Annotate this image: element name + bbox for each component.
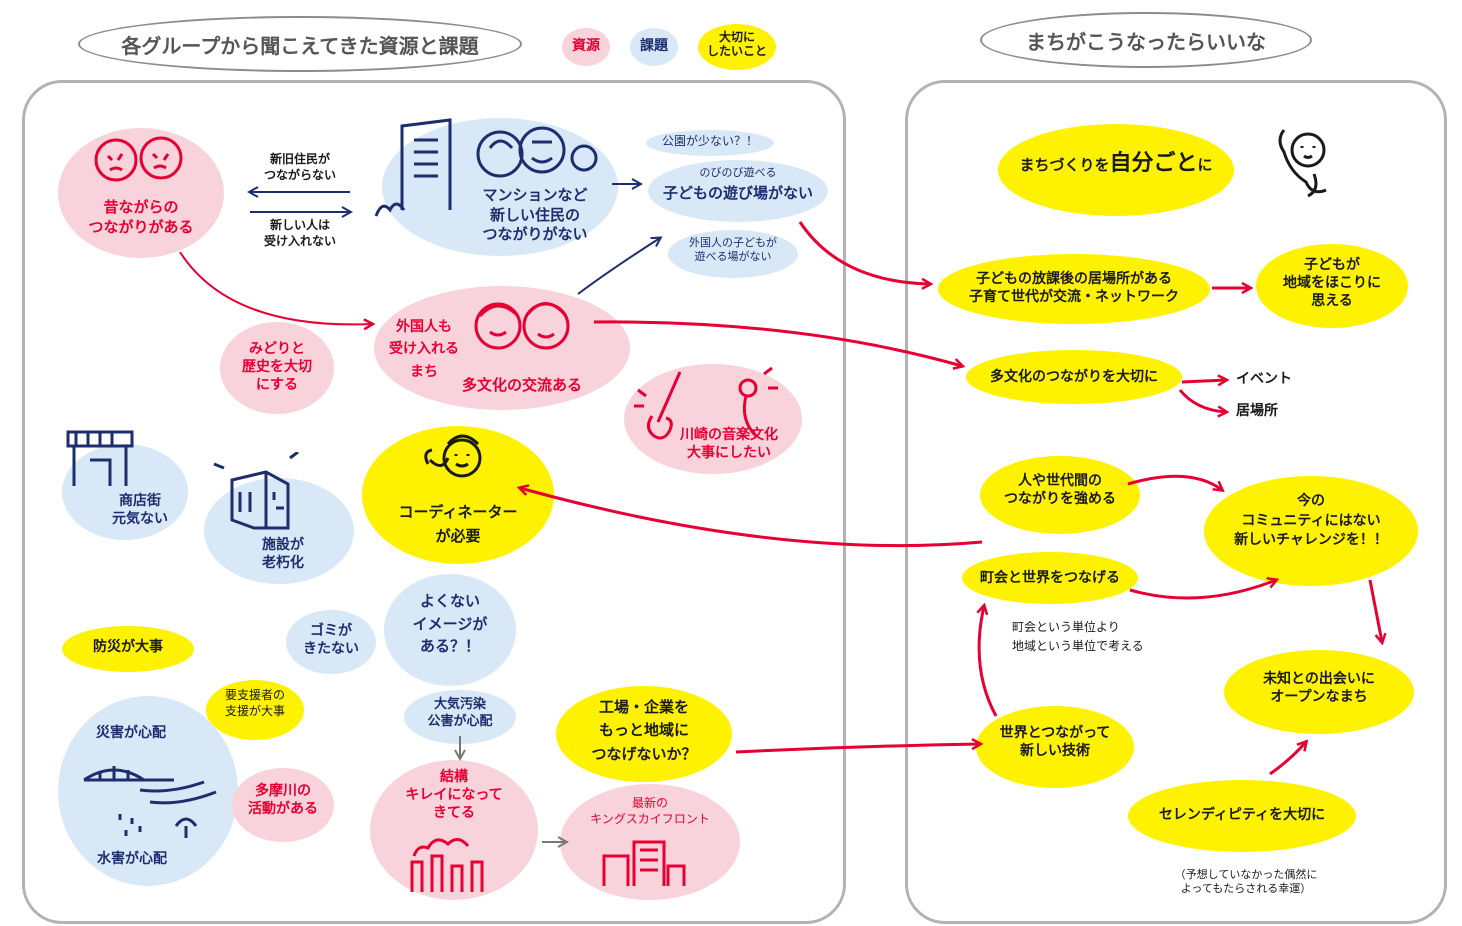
left-title: 各グループから聞こえてきた資源と課題 xyxy=(121,33,479,58)
open-town-blob xyxy=(1224,650,1414,734)
garbage-text: ゴミがきたない xyxy=(303,623,359,658)
multicultural-value-text: 多文化のつながりを大切に xyxy=(990,369,1158,385)
multicultural-text: 多文化の交流ある xyxy=(461,376,582,394)
new-challenge-text: 今のコミュニティにはない新しいチャレンジを！！ xyxy=(1234,493,1388,549)
support-needed-blob xyxy=(206,680,304,740)
legend-important-label: 大切にしたいこと xyxy=(706,30,767,59)
event-text: イベント xyxy=(1236,371,1292,387)
legend-issue xyxy=(630,28,678,66)
generations-text: 人や世代間のつながりを強める xyxy=(1004,473,1116,508)
factories-text: 工場・企業をもっと地域につなげないか？ xyxy=(591,698,697,763)
people-icon xyxy=(474,302,570,350)
facilities-text: 施設が老朽化 xyxy=(262,537,304,572)
music-blob xyxy=(624,364,802,474)
serendipity-text: セレンディピティを大切に xyxy=(1158,807,1326,823)
right-title-bubble: まちがこうなったらいいな xyxy=(980,12,1312,68)
no-play-place-text: 子どもの遊び場がない xyxy=(662,184,813,202)
new-tech-blob xyxy=(976,706,1134,788)
no-play-place-blob xyxy=(648,160,828,222)
multicultural-value-blob xyxy=(966,350,1182,404)
king-skyfront-text: 最新のキングスカイフロント xyxy=(590,796,710,826)
pride-text: 子どもが地域をほこりに思える xyxy=(1283,257,1381,310)
faces-icon xyxy=(94,136,183,182)
river-bridge-icon xyxy=(83,766,217,838)
music-text: 川崎の音楽文化大事にしたい xyxy=(680,427,778,462)
connect-world-blob xyxy=(962,552,1138,604)
factories-blob xyxy=(556,686,732,782)
no-accept-new: 新しい人は受け入れない xyxy=(263,218,336,248)
own-matter-text: まちづくりを自分ごとに xyxy=(1019,151,1213,176)
after-school-blob xyxy=(938,254,1210,324)
shops-text: 商店街元気ない xyxy=(112,493,168,528)
own-matter-blob xyxy=(998,124,1234,216)
factory-icon xyxy=(410,838,484,892)
legend-important xyxy=(698,24,776,70)
facilities-blob xyxy=(204,478,354,584)
building-people-icon xyxy=(374,118,598,217)
tama-river-text: 多摩川の活動がある xyxy=(248,783,318,818)
guitar-mic-icon xyxy=(634,366,778,440)
few-parks-blob xyxy=(646,130,774,156)
cleaner-blob xyxy=(370,760,538,900)
accept-foreigners-text: 外国人も受け入れるまち xyxy=(389,319,459,380)
tama-river-blob xyxy=(232,768,334,842)
place-text: 居場所 xyxy=(1236,403,1278,419)
legend-resource xyxy=(562,28,610,66)
coordinator-person-icon xyxy=(424,434,482,478)
no-connect-old-new: 新旧住民がつながらない xyxy=(263,152,336,182)
foreign-kids-text: 外国人の子どもが遊べる場がない xyxy=(689,236,777,264)
foreign-kids-blob xyxy=(668,230,798,278)
shop-icon xyxy=(66,430,134,486)
old-building-icon xyxy=(213,452,299,530)
support-needed-text: 要支援者の支援が大事 xyxy=(224,688,285,718)
generations-blob xyxy=(980,456,1140,534)
skyfront-building-icon xyxy=(602,840,686,886)
think-region-text: 町会という単位より地域という単位で考える xyxy=(1012,620,1144,654)
coordinator-text: コーディネーターが必要 xyxy=(398,503,518,545)
pride-blob xyxy=(1256,244,1408,328)
disaster-prep-blob xyxy=(62,626,194,672)
open-town-text: 未知との出会いにオープンなまち xyxy=(1263,671,1375,706)
cleaner-text: 結構キレイになってきてる xyxy=(405,769,503,822)
old-connections-blob xyxy=(58,128,224,258)
after-school-text: 子どもの放課後の居場所がある子育て世代が交流・ネットワーク xyxy=(969,271,1179,306)
new-challenge-blob xyxy=(1204,476,1418,586)
green-history-blob xyxy=(220,322,334,414)
bad-image-text: よくないイメージがある？！ xyxy=(412,592,488,655)
legend-resource-label: 資源 xyxy=(572,38,600,54)
green-history-text: みどりと歴史を大切にする xyxy=(242,341,312,394)
connect-world-text: 町会と世界をつなげる xyxy=(980,570,1120,586)
new-tech-text: 世界とつながって新しい技術 xyxy=(999,725,1111,760)
left-title-bubble: 各グループから聞こえてきた資源と課題 xyxy=(78,16,522,72)
legend-issue-label: 課題 xyxy=(640,38,668,54)
play-freely-text: のびのび遊べる xyxy=(699,166,777,179)
mansion-text: マンションなど新しい住民のつながりがない xyxy=(482,186,588,243)
serendipity-blob xyxy=(1128,780,1356,852)
disaster-worry-text: 災害が心配 xyxy=(96,725,166,741)
air-pollution-blob xyxy=(404,690,516,744)
right-title: まちがこうなったらいいな xyxy=(1026,29,1266,54)
air-pollution-text: 大気汚染公害が心配 xyxy=(427,697,493,729)
serendipity-note-text: （予想していなかった偶然によってもたらされる幸運） xyxy=(1174,868,1318,896)
garbage-blob xyxy=(286,610,376,674)
old-connections-text: 昔ながらのつながりがある xyxy=(88,198,194,236)
few-parks-text: 公園が少ない？！ xyxy=(661,134,758,148)
raised-hand-person-icon xyxy=(1278,129,1327,198)
disaster-prep-text: 防災が大事 xyxy=(93,639,163,655)
flood-worry-text: 水害が心配 xyxy=(97,851,167,867)
bad-image-blob xyxy=(384,574,516,686)
